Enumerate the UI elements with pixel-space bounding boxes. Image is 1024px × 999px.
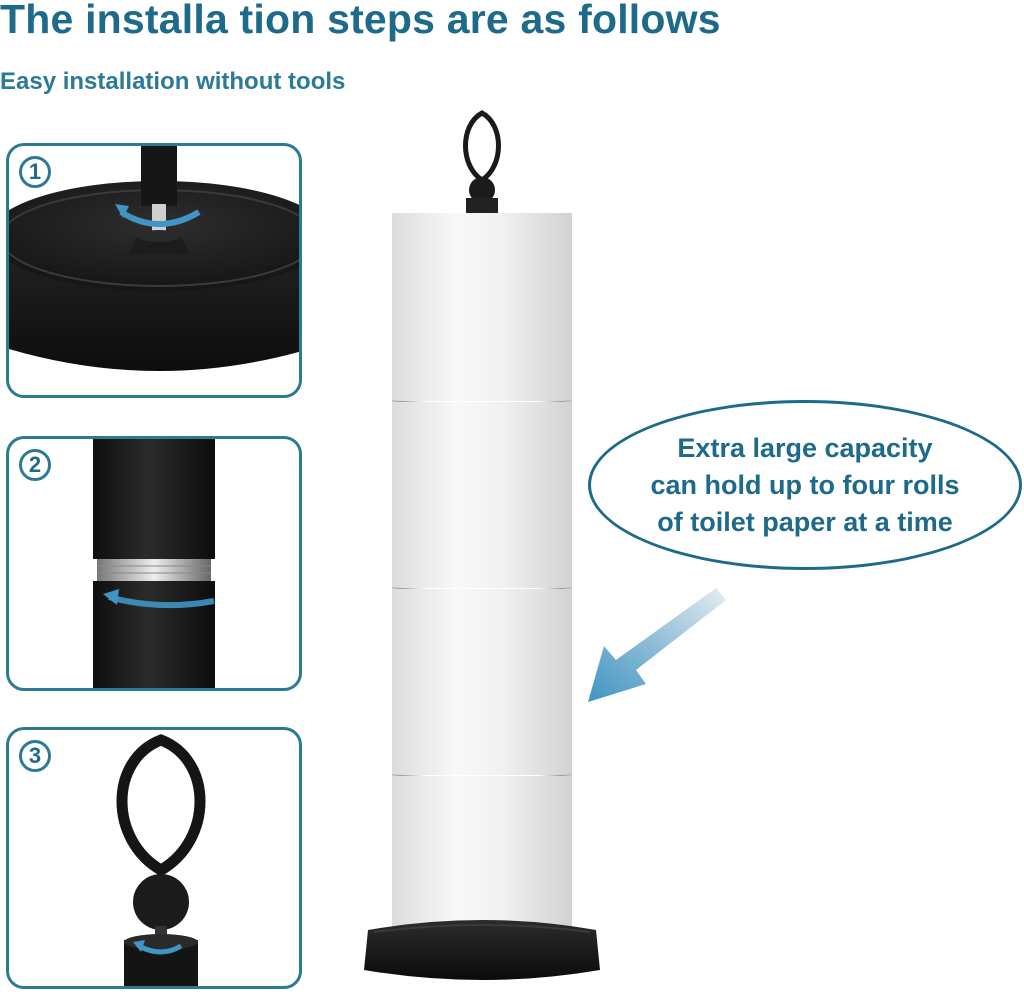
toilet-paper-rolls [391,213,573,948]
step-number-badge: 3 [19,740,51,772]
callout-line-1: Extra large capacity [677,432,933,463]
stand-base [364,920,600,980]
callout-line-3: of toilet paper at a time [657,506,953,537]
page-subtitle: Easy installation without tools [0,68,346,95]
step-number-badge: 2 [19,449,51,481]
ring-finial-icon [463,110,501,183]
step-card-3: 3 [6,727,302,989]
pole-join-illustration [93,439,215,688]
step-number-badge: 1 [19,156,51,188]
page-title: The installa tion steps are as follows [0,0,721,42]
step-card-2: 2 [6,436,302,691]
base-screw-illustration [9,146,299,371]
capacity-callout-bubble: Extra large capacity can hold up to four… [588,400,1022,570]
finial-screw-illustration [116,734,206,986]
callout-line-2: can hold up to four rolls [650,469,960,500]
pointer-arrow-icon [588,588,726,702]
step-card-1: 1 [6,143,302,398]
toilet-paper-holder-product [364,110,600,980]
